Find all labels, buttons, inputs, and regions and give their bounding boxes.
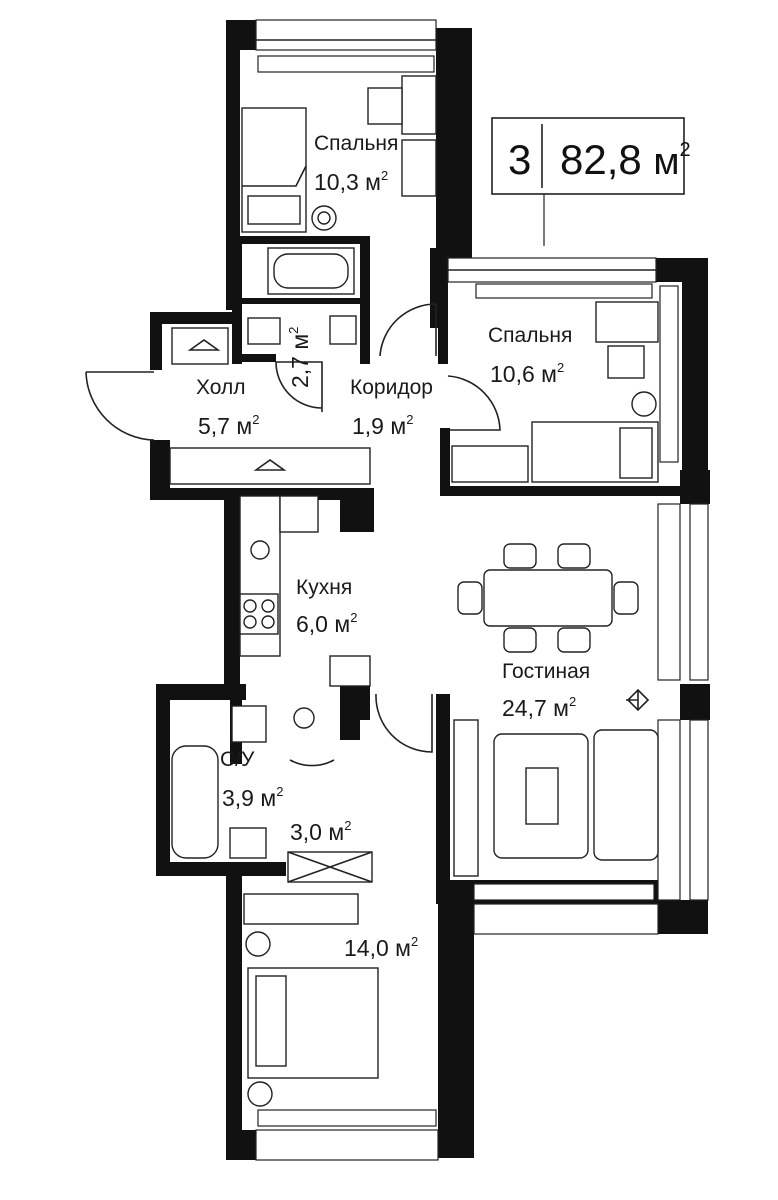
room-area-hall: 5,7 м2: [198, 412, 259, 439]
room-labels: Спальня 10,3 м2 Спальня 10,6 м2 Холл 5,7…: [196, 132, 590, 961]
room-area-bedroom-bottom: 14,0 м2: [344, 934, 418, 961]
room-name-hall: Холл: [196, 376, 246, 399]
room-name-kitchen: Кухня: [296, 576, 352, 599]
room-name-corridor: Коридор: [350, 376, 433, 399]
badge-room-count: 3: [508, 136, 531, 183]
room-area-corridor: 1,9 м2: [352, 412, 413, 439]
furniture: [169, 75, 659, 1107]
room-area-living: 24,7 м2: [502, 694, 576, 721]
room-area-bedroom-right: 10,6 м2: [490, 360, 564, 387]
room-name-bedroom-right: Спальня: [488, 324, 572, 347]
total-area-badge: 3 82,8 м2: [491, 117, 691, 246]
room-area-kitchen: 6,0 м2: [296, 610, 357, 637]
room-name-living: Гостиная: [502, 660, 590, 683]
room-area-bath-small: 2,7 м2: [286, 327, 313, 388]
windows: [255, 19, 709, 1161]
badge-total-area: 82,8 м2: [560, 136, 691, 183]
room-name-bedroom-top: Спальня: [314, 132, 398, 155]
room-area-bathroom: 3,9 м2: [222, 784, 283, 811]
room-area-bedroom-top: 10,3 м2: [314, 168, 388, 195]
doors: [85, 303, 501, 767]
room-area-storage: 3,0 м2: [290, 818, 351, 845]
room-name-bathroom: С/У: [220, 748, 255, 771]
